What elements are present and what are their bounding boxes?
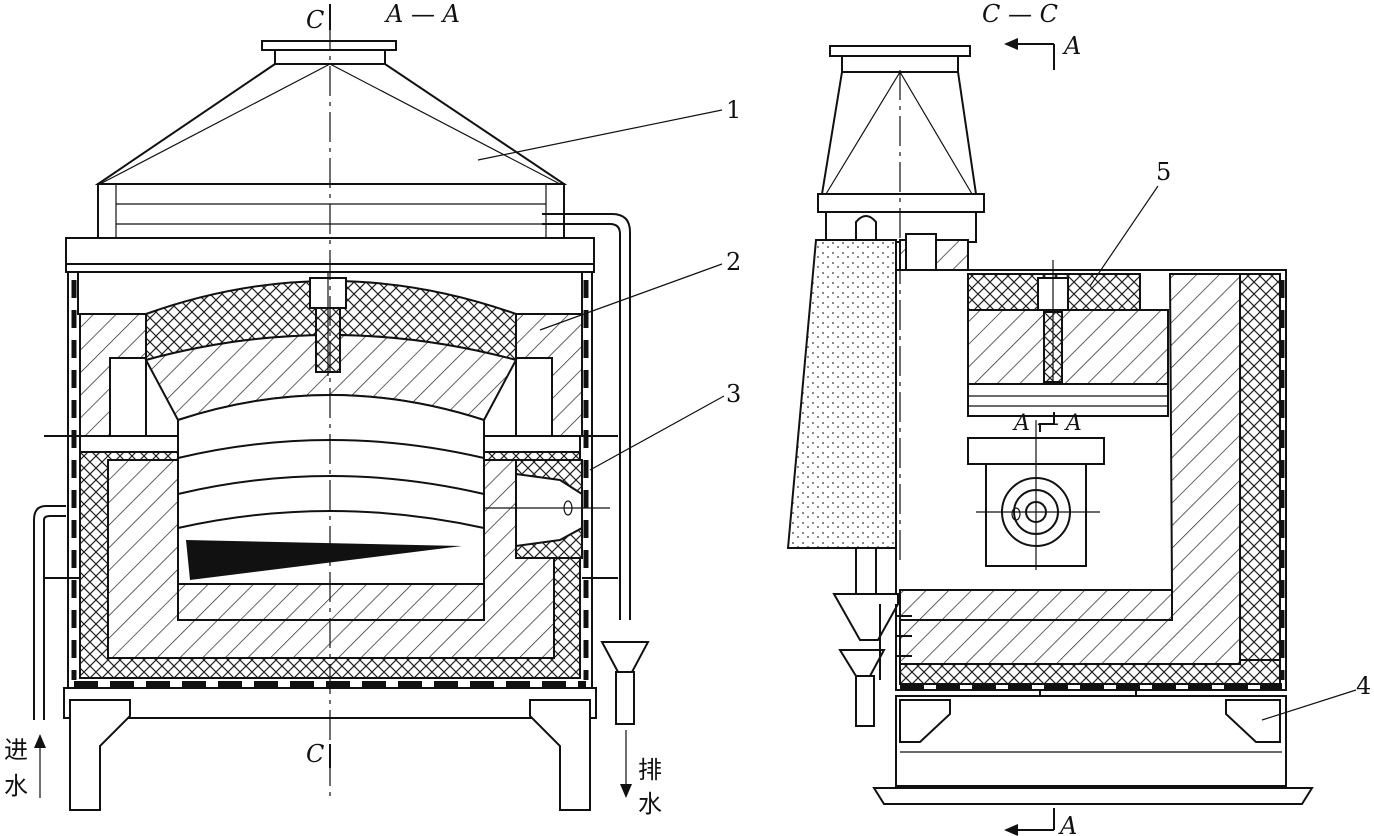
label-water-in-1: 进: [4, 736, 28, 764]
label-c-top: C: [306, 6, 324, 34]
label-view-cc: C — C: [982, 0, 1058, 28]
label-detail-aa: A — A: [1012, 411, 1082, 436]
heating-chamber: [177, 394, 485, 585]
drain-funnel: [600, 641, 650, 673]
hood-flange: [261, 40, 397, 51]
label-view-aa: A — A: [384, 0, 460, 28]
side-brick-lining: [1239, 273, 1281, 685]
side-base-frame: [895, 695, 1287, 787]
front-section-view: [33, 4, 725, 811]
label-drain-2: 水: [638, 790, 662, 818]
part-number-3: 3: [726, 380, 741, 408]
hearth-plate: [186, 540, 462, 580]
label-a-top: A: [1062, 32, 1081, 60]
label-drain-1: 排: [638, 756, 662, 784]
side-hood: [820, 71, 978, 195]
label-water-in-2: 水: [4, 772, 28, 800]
label-a-bottom: A: [1058, 812, 1077, 836]
side-door: [786, 239, 897, 549]
part-number-1: 1: [726, 96, 741, 124]
part-number-4: 4: [1356, 672, 1371, 700]
label-c-bottom: C: [306, 740, 324, 768]
part-number-5: 5: [1156, 158, 1171, 186]
exhaust-hood: [94, 63, 568, 185]
side-section-view: [786, 38, 1357, 836]
part-number-2: 2: [726, 248, 741, 276]
water-inlet-pipe: [33, 505, 66, 720]
drain-pipe: [542, 213, 631, 620]
burner-nozzle: [515, 472, 583, 548]
